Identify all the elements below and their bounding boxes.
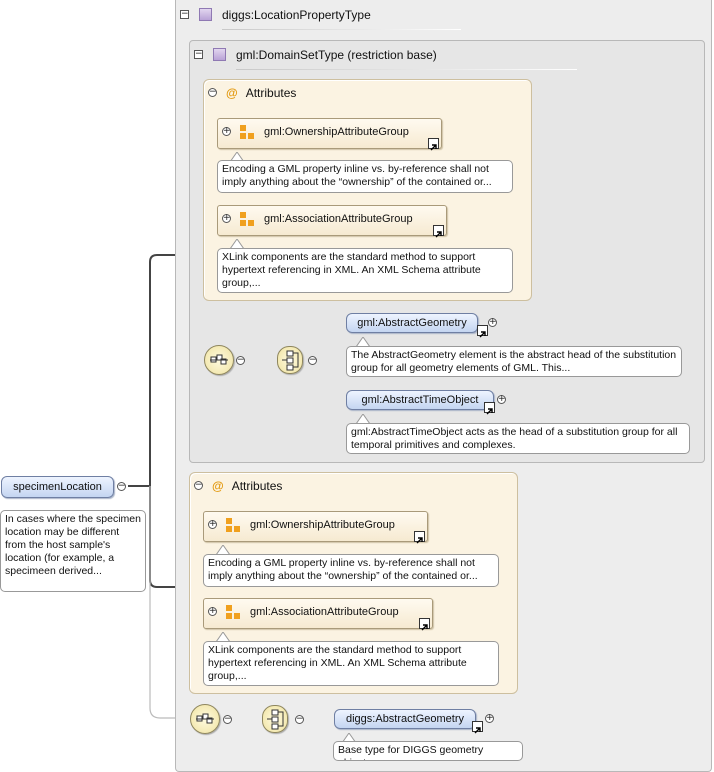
- reference-arrow-icon[interactable]: [419, 618, 430, 631]
- doc-notch-icon: [216, 632, 230, 642]
- outer-association-group-name: gml:AssociationAttributeGroup: [250, 606, 399, 618]
- diggs-abstract-geometry-doc: Base type for DIGGS geometry objects: [333, 741, 523, 761]
- reference-arrow-icon[interactable]: [484, 402, 495, 415]
- outer-attributes-collapse-icon[interactable]: −: [194, 480, 203, 490]
- inner-attributes-title: @Attributes: [226, 86, 297, 100]
- expand-icon[interactable]: +: [488, 317, 497, 327]
- complex-type-icon: [213, 48, 226, 61]
- outer-ownership-group-doc: Encoding a GML property inline vs. by-re…: [203, 554, 499, 587]
- expand-icon[interactable]: +: [497, 394, 506, 404]
- sequence-collapse-icon[interactable]: −: [236, 355, 245, 365]
- root-doc-text: In cases where the specimen location may…: [5, 513, 141, 577]
- reference-arrow-icon[interactable]: [414, 531, 425, 544]
- expand-icon[interactable]: +: [222, 126, 231, 136]
- abstract-geometry-name: gml:AbstractGeometry: [357, 317, 467, 329]
- diggs-abstract-geometry-element[interactable]: diggs:AbstractGeometry: [334, 709, 476, 729]
- outer-ownership-group[interactable]: [203, 511, 428, 542]
- root-doc: In cases where the specimen location may…: [0, 510, 146, 592]
- inner-ownership-group-doc: Encoding a GML property inline vs. by-re…: [217, 160, 513, 193]
- reference-arrow-icon[interactable]: [472, 721, 483, 734]
- inner-association-group-name: gml:AssociationAttributeGroup: [264, 213, 413, 225]
- sequence-collapse-icon[interactable]: −: [223, 714, 232, 724]
- attribute-group-icon: [226, 518, 240, 532]
- reference-arrow-icon[interactable]: [433, 225, 444, 238]
- inner-ownership-group-name: gml:OwnershipAttributeGroup: [264, 126, 409, 138]
- diggs-abstract-geometry-name: diggs:AbstractGeometry: [346, 713, 464, 725]
- abstract-time-object-doc: gml:AbstractTimeObject acts as the head …: [346, 423, 690, 454]
- doc-notch-icon: [216, 545, 230, 555]
- abstract-time-object-element[interactable]: gml:AbstractTimeObject: [346, 390, 494, 410]
- root-element-name: specimenLocation: [13, 481, 102, 493]
- sequence-compositor-icon[interactable]: [262, 705, 288, 733]
- reference-arrow-icon[interactable]: [477, 325, 488, 338]
- location-type-collapse-icon[interactable]: −: [180, 9, 189, 19]
- attribute-group-icon: [240, 212, 254, 226]
- inner-attributes-collapse-icon[interactable]: −: [208, 87, 217, 97]
- choice-compositor-icon[interactable]: [277, 346, 303, 374]
- doc-notch-icon: [230, 152, 244, 162]
- outer-ownership-group-name: gml:OwnershipAttributeGroup: [250, 519, 395, 531]
- doc-notch-icon: [356, 337, 370, 347]
- reference-arrow-icon[interactable]: [428, 138, 439, 151]
- expand-icon[interactable]: +: [208, 519, 217, 529]
- outer-association-group[interactable]: [203, 598, 433, 629]
- abstract-time-object-name: gml:AbstractTimeObject: [361, 394, 479, 406]
- domain-type-title: gml:DomainSetType (restriction base): [236, 48, 577, 70]
- abstract-geometry-element[interactable]: gml:AbstractGeometry: [346, 313, 478, 333]
- choice-collapse-icon[interactable]: −: [308, 355, 317, 365]
- sequence-collapse-icon[interactable]: −: [295, 714, 304, 724]
- sequence-compositor-icon[interactable]: [190, 704, 220, 734]
- doc-notch-icon: [356, 414, 370, 424]
- outer-attributes-title: @Attributes: [212, 479, 283, 493]
- expand-icon[interactable]: +: [208, 606, 217, 616]
- outer-association-group-doc: XLink components are the standard method…: [203, 641, 499, 686]
- location-type-title: diggs:LocationPropertyType: [222, 8, 461, 30]
- inner-association-group[interactable]: [217, 205, 447, 236]
- inner-association-group-doc: XLink components are the standard method…: [217, 248, 513, 293]
- expand-icon[interactable]: +: [485, 713, 494, 723]
- abstract-geometry-doc: The AbstractGeometry element is the abst…: [346, 346, 682, 377]
- complex-type-icon: [199, 8, 212, 21]
- inner-ownership-group[interactable]: [217, 118, 442, 149]
- sequence-compositor-icon[interactable]: [204, 345, 234, 375]
- root-element-box[interactable]: specimenLocation: [1, 476, 114, 498]
- domain-type-collapse-icon[interactable]: −: [194, 49, 203, 59]
- doc-notch-icon: [342, 733, 356, 743]
- attribute-group-icon: [240, 125, 254, 139]
- attribute-group-icon: [226, 605, 240, 619]
- root-collapse-icon[interactable]: −: [117, 481, 126, 491]
- doc-notch-icon: [230, 239, 244, 249]
- expand-icon[interactable]: +: [222, 213, 231, 223]
